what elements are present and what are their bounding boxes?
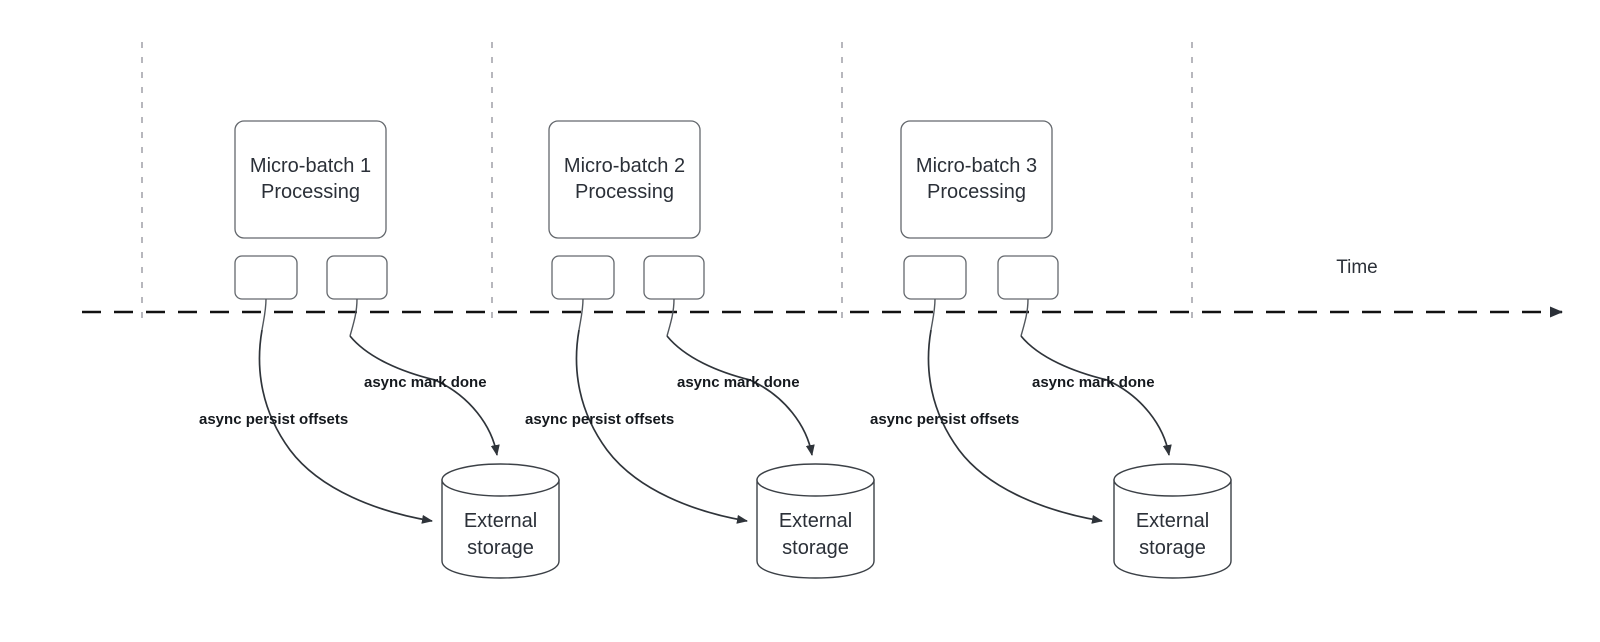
mark-done-arrow-2	[666, 335, 815, 456]
external-storage-3-label-line1: External	[1136, 510, 1209, 532]
micro-batch-2-title-line1: Micro-batch 2	[564, 155, 685, 177]
external-storage-2-label-line1: External	[779, 510, 852, 532]
micro-batch-group-1: Micro-batch 1 Processing async persist o…	[199, 120, 560, 579]
external-storage-1-top	[441, 463, 560, 497]
micro-batch-3-box[interactable]	[900, 120, 1053, 239]
external-storage-1[interactable]: External storage	[441, 463, 560, 579]
micro-batch-1-box[interactable]	[234, 120, 387, 239]
task-box-2a[interactable]	[551, 255, 615, 300]
external-storage-1-label-line2: storage	[467, 537, 534, 559]
persist-offsets-label-1: async persist offsets	[199, 411, 348, 428]
persist-offsets-arrow-3	[927, 329, 1103, 524]
micro-batch-1-title-line1: Micro-batch 1	[250, 155, 371, 177]
micro-batch-1-title-line2: Processing	[261, 181, 360, 203]
external-storage-2-body	[756, 479, 875, 579]
external-storage-2[interactable]: External storage	[756, 463, 875, 579]
external-storage-1-label-line1: External	[464, 510, 537, 532]
external-storage-1-body	[441, 479, 560, 579]
external-storage-2-top	[756, 463, 875, 497]
mark-done-label-1: async mark done	[364, 374, 487, 391]
micro-batch-3-title-line2: Processing	[927, 181, 1026, 203]
task-box-3a[interactable]	[903, 255, 967, 300]
mark-done-label-2: async mark done	[677, 374, 800, 391]
mark-done-arrow-1	[349, 335, 500, 456]
task-2a-stub	[578, 298, 584, 331]
external-storage-3-label-line2: storage	[1139, 537, 1206, 559]
external-storage-3-body	[1113, 479, 1232, 579]
mark-done-label-3: async mark done	[1032, 374, 1155, 391]
task-box-2b[interactable]	[643, 255, 705, 300]
micro-batch-group-2: Micro-batch 2 Processing async persist o…	[525, 120, 875, 579]
task-box-1b[interactable]	[326, 255, 388, 300]
task-3b-stub	[1020, 298, 1029, 337]
micro-batch-group-3: Micro-batch 3 Processing async persist o…	[870, 120, 1232, 579]
persist-offsets-arrow-2	[575, 329, 748, 524]
persist-offsets-label-2: async persist offsets	[525, 411, 674, 428]
task-1a-stub	[261, 298, 267, 331]
task-1b-stub	[349, 298, 358, 337]
task-box-1a[interactable]	[234, 255, 298, 300]
persist-offsets-label-3: async persist offsets	[870, 411, 1019, 428]
task-box-3b[interactable]	[997, 255, 1059, 300]
external-storage-3-top	[1113, 463, 1232, 497]
external-storage-2-label-line2: storage	[782, 537, 849, 559]
micro-batch-2-title-line2: Processing	[575, 181, 674, 203]
mark-done-arrow-3	[1020, 335, 1172, 456]
task-3a-stub	[930, 298, 936, 331]
micro-batch-3-title-line1: Micro-batch 3	[916, 155, 1037, 177]
task-2b-stub	[666, 298, 675, 337]
time-axis: Time	[82, 257, 1563, 318]
persist-offsets-arrow-1	[258, 329, 433, 524]
micro-batch-2-box[interactable]	[548, 120, 701, 239]
tick-lines	[141, 42, 1193, 322]
external-storage-3[interactable]: External storage	[1113, 463, 1232, 579]
time-axis-label: Time	[1336, 257, 1378, 278]
